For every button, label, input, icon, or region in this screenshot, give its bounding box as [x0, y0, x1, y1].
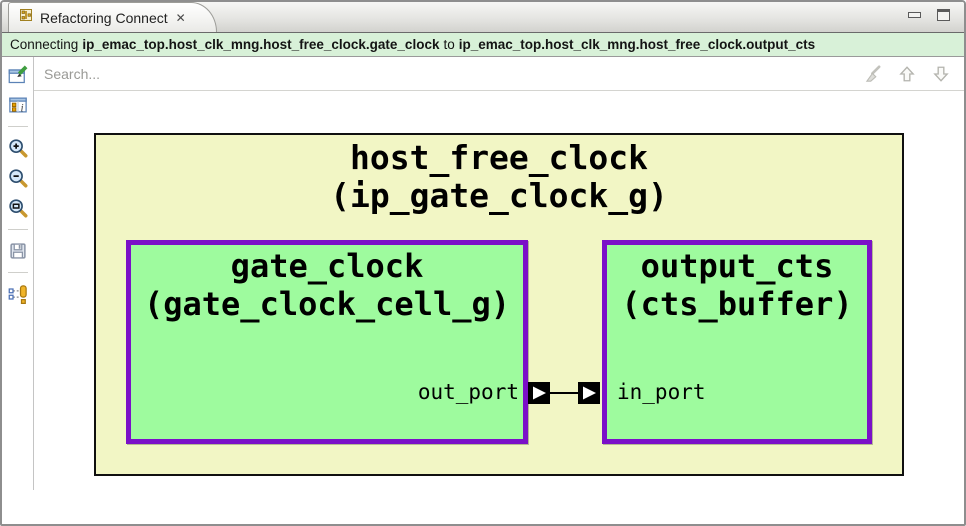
show-info-icon[interactable]: i: [7, 94, 29, 116]
toolbar-separator: [7, 229, 28, 230]
port-label-out-port[interactable]: out_port: [417, 380, 519, 404]
block-type-name: (cts_buffer): [621, 285, 853, 323]
module-type-name: (ip_gate_clock_g): [330, 176, 668, 215]
message-prefix: Connecting: [10, 37, 79, 52]
zoom-fit-icon[interactable]: [7, 197, 29, 219]
minimize-icon[interactable]: [908, 12, 921, 18]
module-host-free-clock[interactable]: host_free_clock (ip_gate_clock_g) gate_c…: [94, 133, 904, 476]
tab-refactoring-connect[interactable]: Refactoring Connect ✕: [8, 2, 217, 32]
toolbar-separator: [7, 272, 28, 273]
refactoring-diagram-icon: [18, 7, 34, 28]
block-instance-name: gate_clock: [230, 247, 424, 285]
module-instance-name: host_free_clock: [349, 138, 648, 177]
edit-diagram-icon[interactable]: [7, 64, 29, 86]
tab-strip: Refactoring Connect ✕: [2, 2, 964, 33]
toolbar-separator: [7, 126, 28, 127]
block-output-cts[interactable]: output_cts (cts_buffer): [602, 240, 872, 444]
block-title: gate_clock (gate_clock_cell_g): [131, 247, 523, 323]
zoom-out-icon[interactable]: [7, 167, 29, 189]
maximize-icon[interactable]: [937, 9, 950, 21]
port-label-in-port[interactable]: in_port: [617, 380, 706, 404]
out-port-marker-icon[interactable]: [528, 382, 550, 404]
arrow-up-icon[interactable]: [896, 63, 918, 85]
arrow-down-icon[interactable]: [930, 63, 952, 85]
message-target-path: ip_emac_top.host_clk_mng.host_free_clock…: [458, 37, 816, 52]
svg-text:i: i: [20, 102, 23, 114]
module-title: host_free_clock (ip_gate_clock_g): [96, 139, 902, 215]
diagram-canvas[interactable]: host_free_clock (ip_gate_clock_g) gate_c…: [34, 91, 964, 490]
search-input[interactable]: [42, 64, 850, 83]
block-instance-name: output_cts: [640, 247, 834, 285]
left-toolbar: i: [2, 57, 34, 490]
search-toolbar: [34, 57, 964, 91]
save-icon[interactable]: [7, 240, 29, 262]
window-buttons: [908, 9, 950, 21]
block-title: output_cts (cts_buffer): [607, 247, 867, 323]
close-icon[interactable]: ✕: [175, 10, 186, 25]
in-port-marker-icon[interactable]: [578, 382, 600, 404]
message-connector: to: [443, 37, 455, 52]
message-source-path: ip_emac_top.host_clk_mng.host_free_clock…: [82, 37, 440, 52]
clear-icon[interactable]: [862, 63, 884, 85]
zoom-in-icon[interactable]: [7, 137, 29, 159]
block-type-name: (gate_clock_cell_g): [143, 285, 511, 323]
show-ports-icon[interactable]: [7, 283, 29, 305]
block-gate-clock[interactable]: gate_clock (gate_clock_cell_g): [126, 240, 528, 444]
tab-title: Refactoring Connect: [40, 9, 168, 26]
status-message-bar: Connecting ip_emac_top.host_clk_mng.host…: [2, 33, 964, 57]
connection-wire[interactable]: [548, 392, 580, 394]
